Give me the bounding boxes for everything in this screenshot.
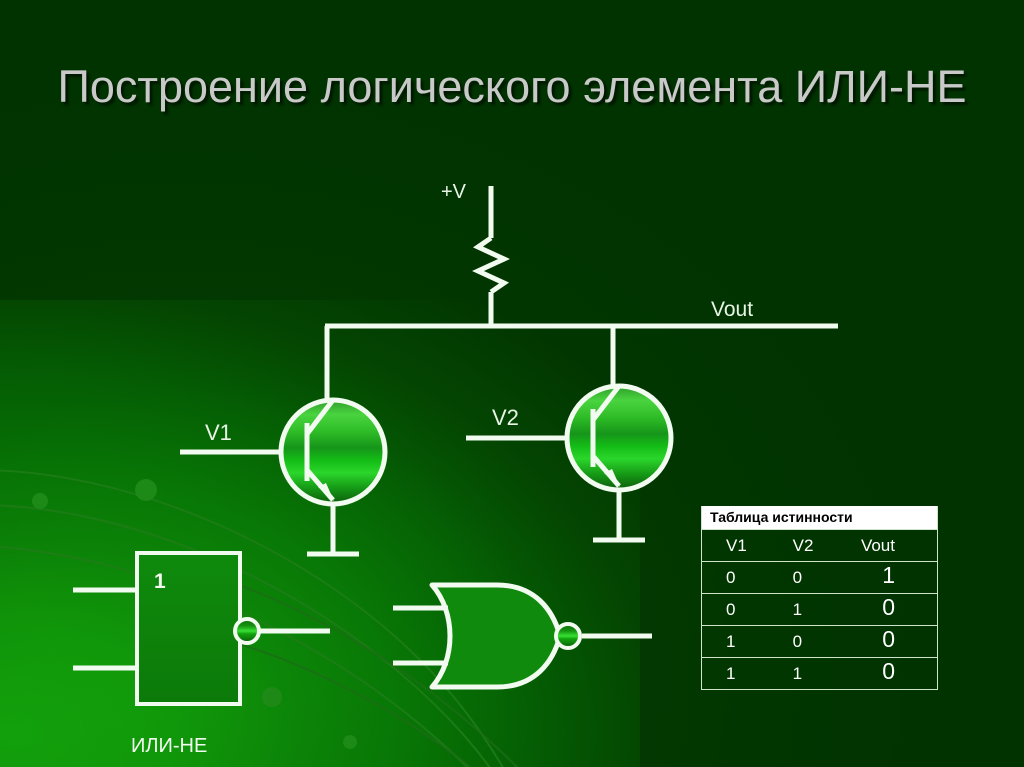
inversion-bubble-icon <box>554 622 582 650</box>
iec-nor-gate-symbol: 1 ИЛИ-НЕ <box>73 551 330 757</box>
npn-transistor-v1 <box>278 397 388 507</box>
table-row: 0 1 0 <box>702 593 937 626</box>
iec-gate-caption: ИЛИ-НЕ <box>131 735 207 757</box>
truth-table-caption: Таблица истинности <box>702 506 937 529</box>
table-header-row: V1 V2 Vout <box>702 529 937 562</box>
cell-v2: 0 <box>792 625 861 658</box>
output-label: Vout <box>711 298 753 321</box>
column-header-v1: V1 <box>702 529 793 562</box>
table-row: 0 0 1 <box>702 561 937 594</box>
cell-v2: 1 <box>792 657 861 689</box>
npn-transistor-v2 <box>564 383 674 493</box>
ansi-nor-gate-symbol <box>393 582 652 690</box>
cell-v1: 0 <box>702 561 793 594</box>
table-row: 1 1 0 <box>702 657 937 689</box>
truth-table-grid: V1 V2 Vout 0 0 1 0 1 0 1 0 <box>702 529 937 689</box>
iec-gate-symbol-label: 1 <box>154 570 166 593</box>
cell-vout: 0 <box>860 593 937 626</box>
input-label-v2: V2 <box>492 405 519 430</box>
cell-vout: 1 <box>860 561 937 594</box>
cell-v1: 1 <box>702 625 793 658</box>
resistor-symbol <box>472 235 510 295</box>
table-row: 1 0 0 <box>702 625 937 658</box>
column-header-vout: Vout <box>860 529 937 562</box>
supply-label: +V <box>441 181 467 203</box>
inversion-bubble-icon <box>233 617 261 645</box>
cell-v1: 1 <box>702 657 793 689</box>
cell-v2: 1 <box>792 593 861 626</box>
cell-v1: 0 <box>702 593 793 626</box>
cell-vout: 0 <box>860 625 937 658</box>
truth-table: Таблица истинности V1 V2 Vout 0 0 1 0 1 <box>701 506 938 690</box>
cell-vout: 0 <box>860 657 937 689</box>
column-header-v2: V2 <box>792 529 861 562</box>
cell-v2: 0 <box>792 561 861 594</box>
page-title: Построение логического элемента ИЛИ-НЕ <box>57 61 967 113</box>
input-label-v1: V1 <box>205 420 232 445</box>
